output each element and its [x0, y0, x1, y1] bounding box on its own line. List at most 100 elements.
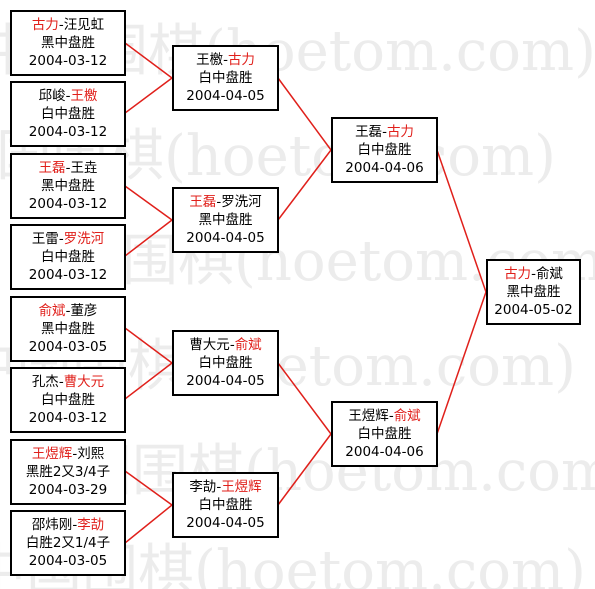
players-row: 王煜辉-俞斌 — [348, 407, 420, 425]
players-row: 邱峻-王檄 — [39, 87, 98, 105]
player-black: 古力 — [31, 17, 59, 33]
players-row: 古力-汪见虹 — [32, 16, 104, 34]
match-box-r1-1: 古力-汪见虹黑中盘胜 2004-03-12 — [10, 10, 126, 76]
match-date: 2004-03-12 — [28, 124, 108, 140]
match-date: 2004-03-12 — [28, 196, 108, 212]
bracket-line — [277, 149, 332, 221]
bracket-line — [124, 185, 173, 221]
match-result: 白中盘胜 — [41, 106, 95, 122]
bracket-line — [124, 362, 173, 400]
player-black: 曹大元 — [189, 337, 230, 353]
match-date: 2004-03-12 — [28, 53, 108, 69]
player-white: 罗洗河 — [63, 231, 105, 247]
players-row: 俞斌-董彦 — [39, 302, 98, 320]
players-row: 王煜辉-刘熙 — [32, 445, 104, 463]
versus-dash: - — [531, 266, 536, 282]
match-date: 2004-05-02 — [494, 302, 573, 318]
players-row: 古力-俞斌 — [504, 265, 563, 283]
match-result: 白中盘胜 — [198, 497, 253, 513]
match-date: 2004-04-06 — [345, 160, 424, 176]
bracket-line — [124, 504, 173, 544]
match-date: 2004-03-05 — [28, 339, 108, 355]
player-black: 俞斌 — [38, 303, 66, 319]
versus-dash: - — [216, 479, 222, 495]
players-row: 王磊-罗洗河 — [189, 193, 261, 211]
match-result: 黑胜2又3/4子 — [25, 464, 111, 480]
bracket-line — [124, 42, 173, 79]
player-white: 罗洗河 — [221, 194, 262, 210]
versus-dash: - — [216, 194, 222, 210]
players-row: 王磊-王垚 — [39, 159, 98, 177]
match-result: 白胜2又1/4子 — [25, 535, 111, 551]
bracket-line — [124, 327, 173, 364]
match-date: 2004-04-05 — [186, 515, 265, 531]
player-white: 王垚 — [70, 160, 98, 176]
players-row: 李劼-王煜辉 — [189, 478, 261, 496]
versus-dash: - — [72, 446, 78, 462]
match-box-r3-1: 王磊-古力白中盘胜 2004-04-06 — [331, 117, 438, 183]
player-black: 邱峻 — [38, 88, 66, 104]
versus-dash: - — [58, 374, 64, 390]
player-white: 刘熙 — [77, 446, 105, 462]
player-black: 邵炜刚 — [31, 517, 73, 533]
match-result: 白中盘胜 — [198, 355, 253, 371]
player-white: 俞斌 — [393, 408, 421, 424]
match-date: 2004-03-12 — [28, 267, 108, 283]
match-box-r2-3: 曹大元-俞斌白中盘胜 2004-04-05 — [172, 330, 279, 396]
match-result: 白中盘胜 — [198, 70, 253, 86]
players-row: 王檄-古力 — [196, 51, 255, 69]
versus-dash: - — [65, 88, 71, 104]
match-result: 白中盘胜 — [357, 426, 412, 442]
versus-dash: - — [229, 337, 235, 353]
match-date: 2004-04-05 — [186, 373, 265, 389]
player-white: 古力 — [386, 124, 414, 140]
bracket-line — [124, 470, 173, 506]
match-result: 白中盘胜 — [41, 249, 95, 265]
versus-dash: - — [65, 160, 71, 176]
match-result: 白中盘胜 — [41, 392, 95, 408]
bracket-line — [277, 77, 332, 151]
bracket-line — [124, 219, 173, 257]
bracket-line — [124, 77, 173, 114]
match-date: 2004-04-05 — [186, 230, 265, 246]
player-black: 古力 — [504, 266, 532, 282]
player-white: 曹大元 — [63, 374, 105, 390]
match-result: 白中盘胜 — [357, 142, 412, 158]
versus-dash: - — [72, 517, 78, 533]
match-date: 2004-03-12 — [28, 410, 108, 426]
players-row: 邵炜刚-李劼 — [32, 516, 104, 534]
player-white: 王煜辉 — [221, 479, 262, 495]
versus-dash: - — [223, 52, 228, 68]
player-black: 王檄 — [196, 52, 224, 68]
player-white: 古力 — [227, 52, 255, 68]
match-box-final: 古力-俞斌黑中盘胜 2004-05-02 — [486, 259, 581, 325]
player-black: 王煜辉 — [31, 446, 73, 462]
player-black: 王雷 — [31, 231, 59, 247]
versus-dash: - — [65, 303, 71, 319]
match-result: 黑中盘胜 — [41, 321, 95, 337]
match-result: 黑中盘胜 — [41, 178, 95, 194]
player-black: 王磊 — [189, 194, 217, 210]
bracket-line — [436, 149, 487, 293]
match-result: 黑中盘胜 — [41, 35, 95, 51]
players-row: 王磊-古力 — [355, 123, 414, 141]
match-result: 黑中盘胜 — [506, 284, 561, 300]
player-white: 董彦 — [70, 303, 98, 319]
player-white: 王檄 — [70, 88, 98, 104]
versus-dash: - — [58, 17, 64, 33]
player-white: 俞斌 — [234, 337, 262, 353]
player-black: 孔杰 — [31, 374, 59, 390]
player-black: 王磊 — [38, 160, 66, 176]
player-black: 李劼 — [189, 479, 217, 495]
